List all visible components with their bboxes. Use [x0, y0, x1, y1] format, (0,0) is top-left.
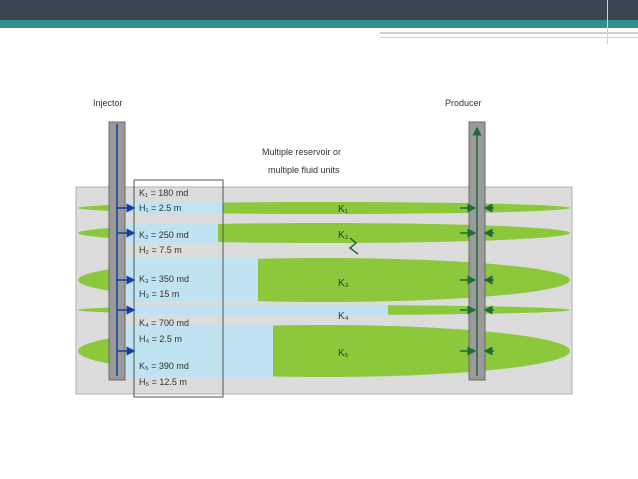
- layer-5-h: H₅ = 12.5 m: [139, 377, 187, 387]
- layer-2-k: K₂ = 250 md: [139, 230, 189, 240]
- layer-3-h: H₃ = 15 m: [139, 289, 179, 299]
- unit-label-k3: K₃: [338, 278, 349, 289]
- layer-1-k: K₁ = 180 md: [139, 188, 188, 198]
- layer-k3: [78, 258, 570, 302]
- crossflow-arrow: [348, 237, 359, 255]
- banner-rule-thin: [380, 37, 638, 38]
- banner-edge: [607, 0, 638, 44]
- unit-label-k4: K₄: [338, 311, 349, 322]
- layer-4-k: K₄ = 700 md: [139, 318, 189, 328]
- layer-1-h: H₁ = 2.5 m: [139, 203, 181, 213]
- note-line-2: multiple fluid units: [268, 165, 340, 175]
- unit-label-k1: K₁: [338, 204, 349, 215]
- banner-rule: [380, 32, 638, 34]
- producer-well: [460, 121, 494, 381]
- injector-well: [108, 121, 136, 381]
- layer-5-k: K₅ = 390 md: [139, 361, 189, 371]
- layer-k1: [78, 202, 570, 214]
- layer-k5: [78, 325, 570, 377]
- layer-k4: [78, 305, 570, 315]
- unit-label-k5: K₅: [338, 348, 349, 359]
- property-box: [133, 179, 224, 398]
- injector-label: Injector: [93, 98, 123, 108]
- layer-2-h: H₂ = 7.5 m: [139, 245, 182, 255]
- producer-label: Producer: [445, 98, 482, 108]
- layer-4-h: H₄ = 2.5 m: [139, 334, 182, 344]
- note-line-1: Multiple reservoir or: [262, 147, 341, 157]
- slide-banner: [0, 0, 638, 20]
- slide-banner-accent: [0, 20, 638, 28]
- layer-3-k: K₃ = 350 md: [139, 274, 189, 284]
- layer-k2: [78, 223, 570, 243]
- unit-label-k2: K₂: [338, 230, 349, 241]
